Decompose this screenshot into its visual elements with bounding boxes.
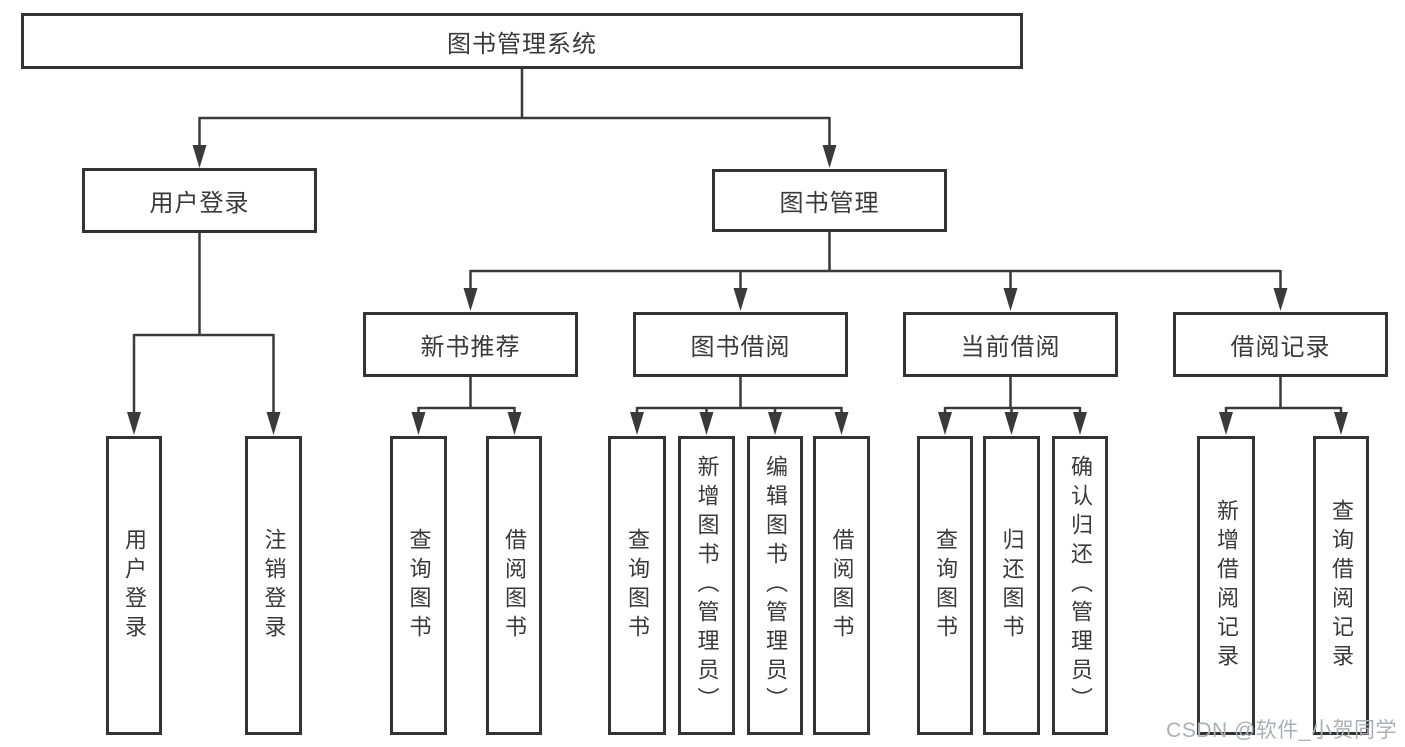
leaf-query-books-current: 查询图书 bbox=[917, 436, 973, 735]
leaf-edit-books-admin: 编辑图书（管理员） bbox=[747, 436, 803, 735]
arrow-icon bbox=[768, 412, 782, 435]
arrow-icon bbox=[699, 412, 714, 435]
leaf-label: 查询图书 bbox=[933, 527, 958, 644]
arrow-icon bbox=[127, 412, 141, 435]
leaf-label: 注销登录 bbox=[261, 527, 287, 644]
arrow-icon bbox=[411, 412, 426, 435]
connector-stems bbox=[132, 69, 1343, 414]
leaf-label: 编辑图书（管理员） bbox=[763, 455, 788, 716]
arrow-icon bbox=[630, 412, 644, 435]
leaf-label: 借阅图书 bbox=[829, 527, 855, 644]
arrow-icon bbox=[1273, 288, 1288, 311]
leaf-user-login: 用户登录 bbox=[106, 436, 162, 735]
node-borrowing-records: 借阅记录 bbox=[1173, 312, 1388, 377]
leaf-label: 查询图书 bbox=[406, 527, 432, 644]
node-library-management-system: 图书管理系统 bbox=[21, 13, 1023, 69]
node-current-borrowing: 当前借阅 bbox=[903, 312, 1118, 377]
leaf-label: 查询图书 bbox=[625, 527, 650, 644]
arrow-icon bbox=[822, 145, 837, 168]
leaf-query-borrow-record: 查询借阅记录 bbox=[1313, 436, 1369, 735]
node-book-borrowing: 图书借阅 bbox=[633, 312, 848, 377]
node-new-book-recommendation: 新书推荐 bbox=[363, 312, 578, 377]
leaf-borrow-books-recommend: 借阅图书 bbox=[486, 436, 542, 735]
leaf-add-books-admin: 新增图书（管理员） bbox=[678, 436, 735, 735]
arrow-icon bbox=[834, 412, 849, 435]
arrowheads bbox=[127, 145, 1348, 435]
leaf-query-books-borrowing: 查询图书 bbox=[608, 436, 666, 735]
node-book-management-branch: 图书管理 bbox=[712, 169, 947, 232]
arrow-icon bbox=[938, 412, 952, 435]
arrow-icon bbox=[463, 288, 478, 311]
leaf-confirm-return-admin: 确认归还（管理员） bbox=[1052, 436, 1108, 735]
arrow-icon bbox=[733, 288, 748, 311]
arrow-icon bbox=[507, 412, 522, 435]
leaf-logout: 注销登录 bbox=[245, 436, 302, 735]
arrow-icon bbox=[1003, 288, 1018, 311]
leaf-query-books-recommend: 查询图书 bbox=[390, 436, 447, 735]
leaf-label: 确认归还（管理员） bbox=[1068, 455, 1093, 716]
arrow-icon bbox=[1219, 412, 1233, 435]
leaf-borrow-books-borrowing: 借阅图书 bbox=[813, 436, 870, 735]
leaf-label: 新增图书（管理员） bbox=[694, 455, 720, 716]
leaf-add-borrow-record: 新增借阅记录 bbox=[1197, 436, 1255, 735]
arrow-icon bbox=[192, 145, 207, 168]
arrow-icon bbox=[1004, 412, 1019, 435]
csdn-watermark: CSDN @软件_小贺同学 bbox=[1166, 719, 1397, 742]
arrow-icon bbox=[1073, 412, 1087, 435]
leaf-label: 归还图书 bbox=[999, 527, 1025, 644]
leaf-label: 借阅图书 bbox=[502, 527, 527, 644]
node-user-login-branch: 用户登录 bbox=[82, 168, 317, 233]
arrow-icon bbox=[1334, 412, 1348, 435]
arrow-icon bbox=[266, 412, 281, 435]
leaf-label: 查询借阅记录 bbox=[1329, 498, 1354, 673]
leaf-label: 新增借阅记录 bbox=[1214, 498, 1239, 673]
leaf-label: 用户登录 bbox=[122, 527, 147, 644]
leaf-return-books: 归还图书 bbox=[983, 436, 1040, 735]
